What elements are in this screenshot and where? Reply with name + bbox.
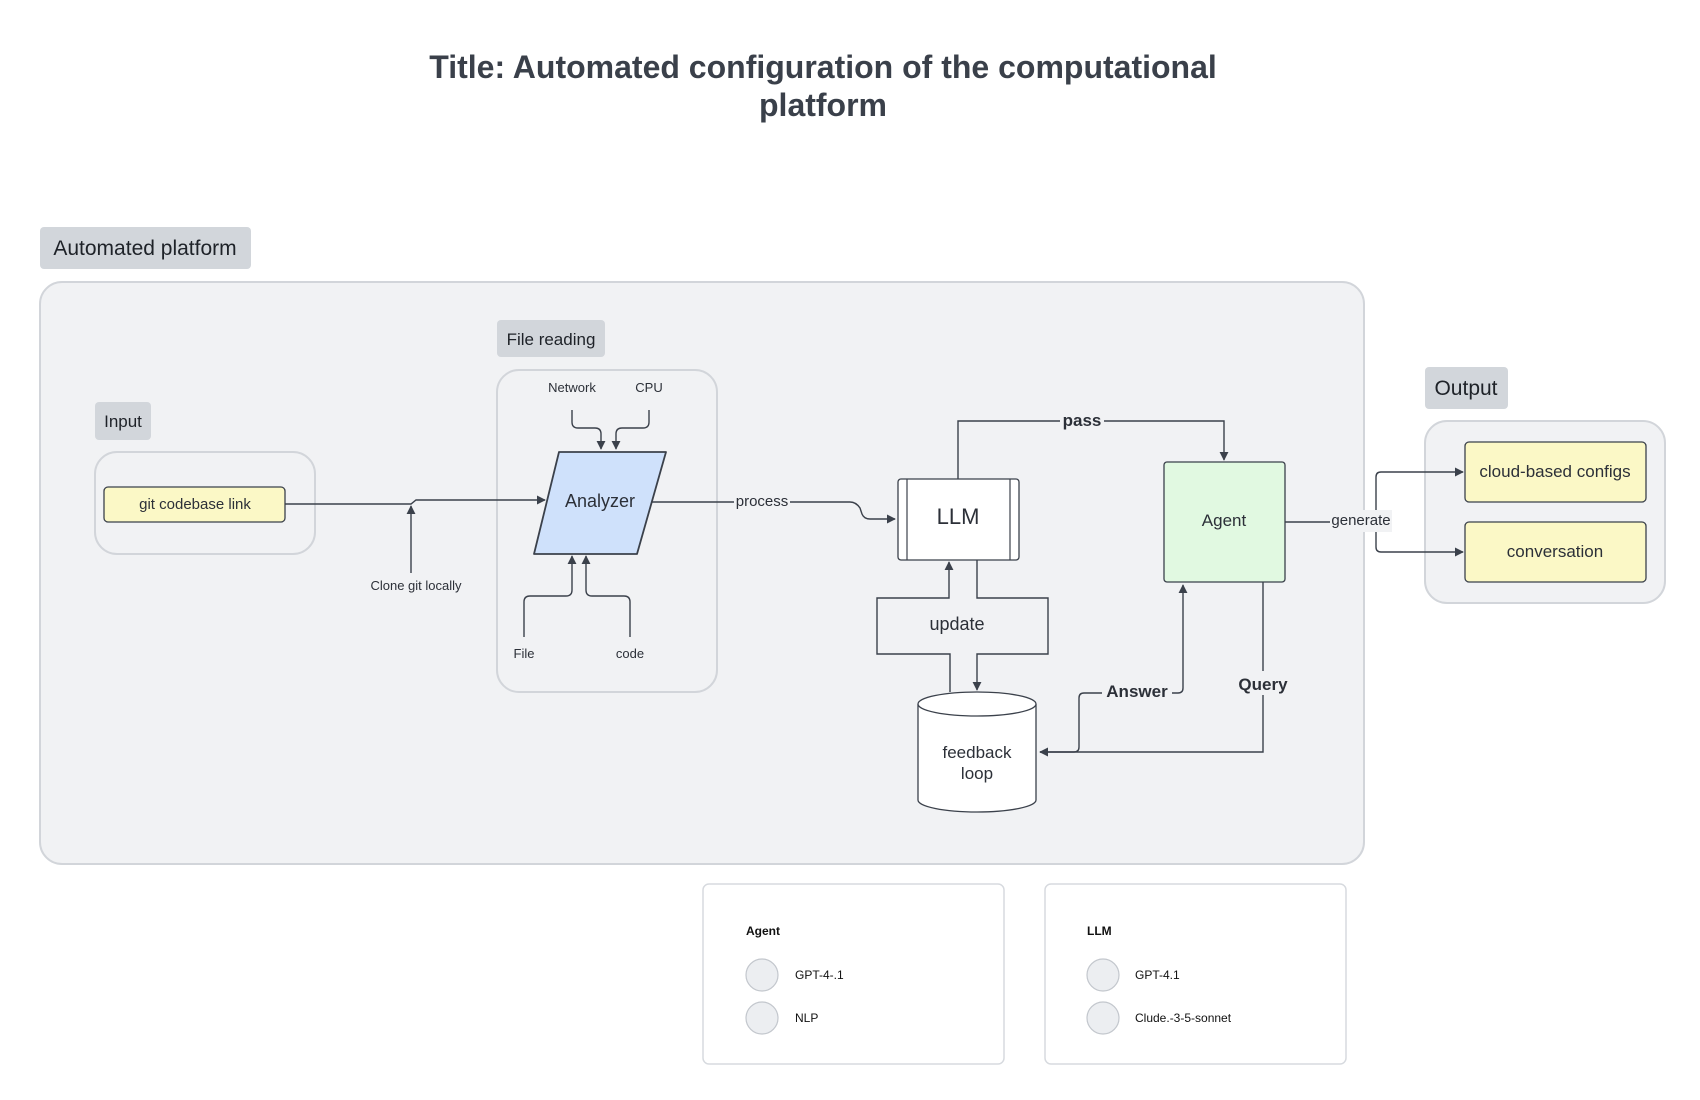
diagram-title-line1: Title: Automated configuration of the co… — [429, 49, 1217, 85]
conversation-label: conversation — [1507, 542, 1603, 561]
process-label: process — [736, 493, 789, 510]
automated-platform-label-bg — [40, 227, 251, 269]
answer-label-bg — [1102, 679, 1172, 703]
feedback-loop-top — [917, 691, 1037, 717]
answer-label: Answer — [1106, 682, 1168, 701]
pass-label: pass — [1063, 411, 1102, 430]
edge-cpu-to-analyzer — [611, 410, 650, 450]
git-codebase-link-label: git codebase link — [139, 496, 251, 513]
file-reading-label-bg — [497, 320, 605, 357]
conversation-node[interactable] — [1464, 521, 1647, 583]
generate-label: generate — [1331, 512, 1390, 529]
input-label-bg — [95, 402, 151, 440]
legend-llm-item-swatch — [1086, 1001, 1120, 1035]
cloud-based-configs-node[interactable] — [1464, 441, 1647, 503]
cloud-based-configs-label: cloud-based configs — [1479, 462, 1630, 481]
edge-agent-to-conversation — [1375, 522, 1464, 557]
legend-agent-title: Agent — [746, 924, 780, 938]
legend-llm-item-2: Clude.-3-5-sonnet — [1135, 1011, 1232, 1025]
query-label: Query — [1238, 675, 1288, 694]
input-group-label: Input — [104, 412, 142, 431]
llm-label: LLM — [937, 504, 980, 529]
analyzer-label: Analyzer — [565, 491, 635, 511]
legend-llm-panel — [1044, 883, 1347, 1065]
edge-network-to-analyzer — [571, 410, 606, 450]
query-label-bg — [1234, 671, 1292, 695]
pass-label-bg — [1060, 409, 1104, 431]
feedback-loop-label-line1: feedback — [943, 743, 1012, 762]
edge-agent-to-cloud-configs — [1285, 467, 1464, 523]
file-reading-group-container — [496, 369, 718, 693]
edge-feedback-to-agent — [1040, 584, 1188, 753]
output-group-label: Output — [1434, 377, 1497, 400]
legend-llm-title: LLM — [1087, 924, 1112, 938]
edge-llm-to-feedback — [972, 560, 1049, 691]
feedback-loop-node[interactable] — [917, 704, 1037, 813]
generate-label-bg — [1330, 510, 1392, 532]
edge-agent-to-feedback — [1039, 582, 1264, 757]
clone-git-locally-label: Clone git locally — [370, 578, 462, 593]
output-label-bg — [1425, 367, 1508, 409]
edge-code-to-analyzer — [581, 555, 631, 637]
process-label-bg — [734, 491, 790, 511]
feedback-loop-label-line2: loop — [961, 764, 993, 783]
legend-llm-item-swatch — [1086, 958, 1120, 992]
file-label: File — [514, 646, 535, 661]
legend-llm-item-1: GPT-4.1 — [1135, 968, 1180, 982]
analyzer-node[interactable] — [533, 451, 667, 555]
network-label: Network — [548, 380, 596, 395]
edge-analyzer-to-llm — [651, 501, 896, 524]
edge-file-to-analyzer — [523, 555, 577, 637]
input-group-container — [94, 451, 316, 555]
edge-git-to-analyzer — [285, 495, 546, 505]
automated-platform-label: Automated platform — [53, 237, 236, 260]
edge-feedback-to-llm — [876, 561, 954, 692]
code-label: code — [616, 646, 644, 661]
legend-agent-item-2: NLP — [795, 1011, 818, 1025]
agent-label: Agent — [1202, 511, 1247, 530]
cpu-label: CPU — [635, 380, 662, 395]
legend-agent-item-1: GPT-4-.1 — [795, 968, 844, 982]
update-label: update — [929, 614, 984, 634]
legend-agent-item-swatch — [745, 958, 779, 992]
file-reading-group-label: File reading — [507, 330, 596, 349]
diagram-title-line2: platform — [759, 87, 887, 123]
legend-agent-item-swatch — [745, 1001, 779, 1035]
